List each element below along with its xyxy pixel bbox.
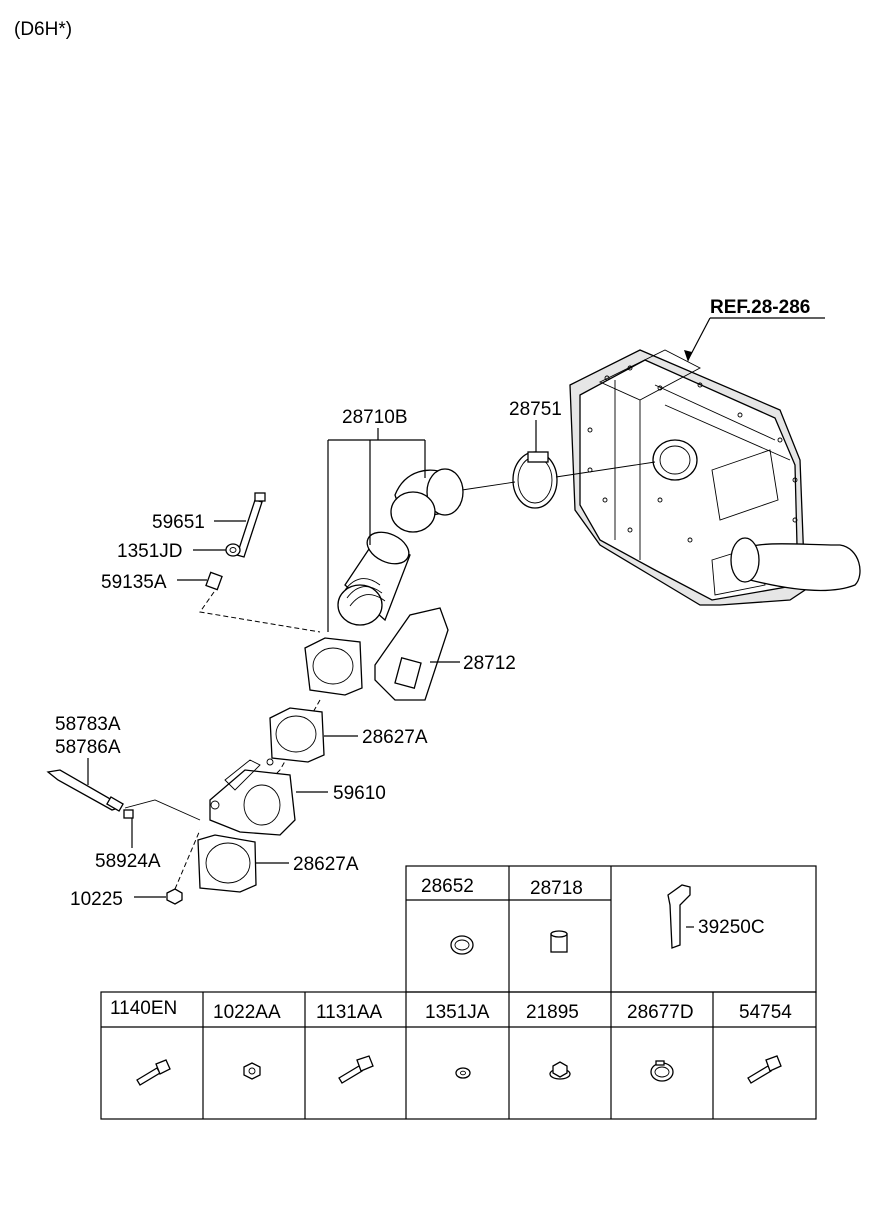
callout-59135A: 59135A — [101, 572, 167, 593]
engine-code: (D6H*) — [14, 19, 72, 40]
callout-28712: 28712 — [463, 653, 516, 674]
muffler-assembly — [569, 349, 861, 606]
lower-table-cell-1140EN: 1140EN — [110, 998, 177, 1019]
callout-59651: 59651 — [152, 512, 205, 533]
lower-table-cell-1022AA: 1022AA — [213, 1002, 281, 1023]
gasket-28627A-upper — [269, 707, 325, 763]
callout-58924A: 58924A — [95, 851, 161, 872]
grommet-icon — [550, 930, 568, 953]
callout-28627A-upper: 28627A — [362, 727, 428, 748]
callout-28710B: 28710B — [342, 407, 408, 428]
clamp-28751 — [512, 451, 558, 509]
upper-table-side-part: 39250C — [698, 917, 765, 938]
heat-shield-28712 — [374, 607, 449, 701]
lower-table-cell-28677D: 28677D — [627, 1002, 694, 1023]
air-tube — [46, 769, 124, 812]
flex-pipe — [337, 531, 411, 626]
lower-table-cell-21895: 21895 — [526, 1002, 579, 1023]
gasket-28627A-lower — [197, 834, 257, 893]
pipe-icon — [667, 884, 694, 949]
callout-59610: 59610 — [333, 783, 386, 804]
flange-nut-icon — [549, 1061, 571, 1080]
callout-28627A-lower: 28627A — [293, 854, 359, 875]
upper-table-cell-28718: 28718 — [530, 878, 583, 899]
callout-58786A: 58786A — [55, 737, 121, 758]
lower-table-cell-54754: 54754 — [739, 1002, 792, 1023]
stud-bolt-59651 — [236, 492, 266, 558]
hex-bolt-icon — [747, 1055, 782, 1084]
washer-icon — [455, 1067, 471, 1079]
washer-1351JD — [225, 543, 241, 557]
lower-parts-table — [100, 991, 817, 1120]
reference-label: REF.28-286 — [710, 297, 810, 318]
nut-icon — [243, 1062, 261, 1080]
flange-bolt-icon — [338, 1055, 374, 1084]
nut-10225 — [166, 888, 183, 905]
callout-10225: 10225 — [70, 889, 123, 910]
bolt-icon — [136, 1059, 171, 1086]
callout-1351JD: 1351JD — [117, 541, 183, 562]
callout-28751: 28751 — [509, 399, 562, 420]
upper-table-cell-28652: 28652 — [421, 876, 474, 897]
lower-table-cell-1351JA: 1351JA — [425, 1002, 490, 1023]
exhaust-brake-valve-59610 — [209, 758, 296, 836]
clamp-icon — [450, 935, 474, 955]
connector-58924A — [123, 809, 134, 819]
lower-table-cell-1131AA: 1131AA — [316, 1002, 383, 1023]
outlet-flange — [304, 637, 363, 696]
elbow-pipe — [390, 468, 464, 533]
hose-clamp-icon — [650, 1060, 674, 1082]
spacer-59135A — [205, 571, 223, 591]
callout-58783A: 58783A — [55, 714, 121, 735]
